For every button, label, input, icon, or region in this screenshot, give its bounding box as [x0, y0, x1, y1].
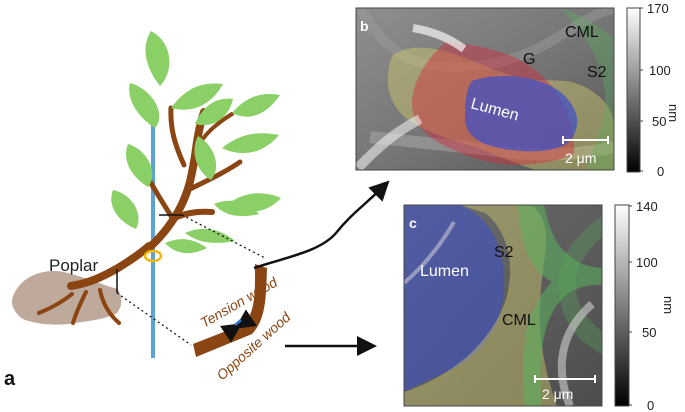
leaf-right-top	[195, 98, 233, 126]
panel-a-label: a	[4, 368, 16, 390]
panel-c-label: c	[409, 215, 417, 231]
panel-c-image	[404, 205, 602, 406]
leaf-top	[145, 31, 170, 86]
panel-c-cml-label: CML	[502, 312, 536, 329]
main-stem	[146, 108, 208, 251]
tension-arrow-right	[234, 309, 258, 329]
panel-c-scale-label: 2 μm	[542, 386, 573, 402]
panel-c-lumen-overlay	[404, 205, 505, 392]
panel-c-colorbar-label-140: 140	[636, 199, 658, 214]
panel-b-highlight-2	[356, 114, 423, 170]
panel-b-cml-overlay	[560, 8, 614, 170]
panel-c-colorbar-label-0: 0	[647, 398, 654, 412]
root-right	[98, 288, 121, 325]
panel-c-right-boundary	[559, 216, 602, 354]
leaf-left-middle	[126, 144, 153, 187]
panel-b-colorbar-label-170: 170	[647, 1, 669, 16]
panel-b-highlight-1	[412, 24, 467, 53]
panel-b-colorbar-label-100: 100	[649, 63, 671, 78]
root-main	[67, 242, 153, 290]
panel-b-label: b	[360, 18, 369, 34]
leaf-far-right	[232, 93, 280, 117]
panel-b-scale-label: 2 μm	[565, 150, 596, 166]
panel-b-colorbar-unit: nm	[666, 104, 681, 122]
panel-b-ridge-bottom	[369, 131, 614, 161]
panel-b-frame	[355, 7, 615, 171]
guide-line-bottom	[116, 292, 192, 346]
leaf-bottom-right	[185, 228, 235, 243]
panel-b: b CML G S2 Lumen 2 μm 170 100 50 0 nm	[355, 1, 681, 179]
panel-a: Poplar Tension wood Opposite wood a	[4, 31, 390, 390]
panel-b-image	[356, 8, 614, 170]
leaf-lower-right	[214, 200, 259, 217]
branch-middle	[183, 159, 243, 194]
panel-b-colorbar	[626, 7, 641, 173]
leaf-right-middle	[194, 136, 217, 180]
panel-b-s2-label: S2	[587, 64, 607, 81]
leaf-bottom-middle	[165, 239, 207, 254]
branch-left	[168, 105, 187, 168]
sample-marker	[143, 249, 163, 263]
panel-b-cml-label: CML	[565, 24, 599, 41]
panel-c-colorbar-label-50: 50	[642, 325, 656, 340]
panel-c-highlight-left	[404, 220, 456, 285]
guide-line-top	[181, 214, 266, 259]
branch-lower	[169, 208, 215, 222]
leaf-bottom-far-right	[229, 193, 281, 212]
panel-b-colorbar-label-50: 50	[652, 114, 666, 129]
panel-c-s2-label: S2	[494, 244, 514, 261]
panel-b-ridge-top	[356, 8, 614, 73]
panel-c-colorbar-unit: nm	[661, 296, 676, 314]
panel-c-lumen-label: Lumen	[420, 263, 469, 280]
panel-c-cml-overlay	[518, 205, 602, 406]
panel-b-lumen-overlay	[465, 75, 578, 152]
wood-segment	[193, 264, 267, 357]
leaf-cluster	[111, 31, 281, 254]
leaf-left-lower	[111, 190, 139, 229]
leaf-right-lower	[222, 133, 279, 154]
opposite-arrow-line	[234, 319, 242, 326]
leaf-upper-left	[129, 83, 160, 128]
poplar-label: Poplar	[49, 256, 98, 275]
leaf-upper-right	[171, 83, 223, 110]
root-mid	[71, 290, 88, 325]
panel-c-highlight-right	[557, 301, 595, 406]
arrow-to-panel-b	[253, 180, 390, 270]
panel-c-colorbar	[614, 204, 630, 407]
panel-b-g-label: G	[523, 51, 535, 68]
panel-b-colorbar-label-0: 0	[657, 164, 664, 179]
panel-c-colorbar-label-100: 100	[636, 255, 658, 270]
panel-c-s2-overlay	[404, 205, 557, 406]
panel-c: c Lumen S2 CML 2 μm 140 100 50 0 nm	[403, 199, 676, 412]
panel-c-frame	[403, 204, 603, 407]
root-left	[37, 292, 74, 315]
